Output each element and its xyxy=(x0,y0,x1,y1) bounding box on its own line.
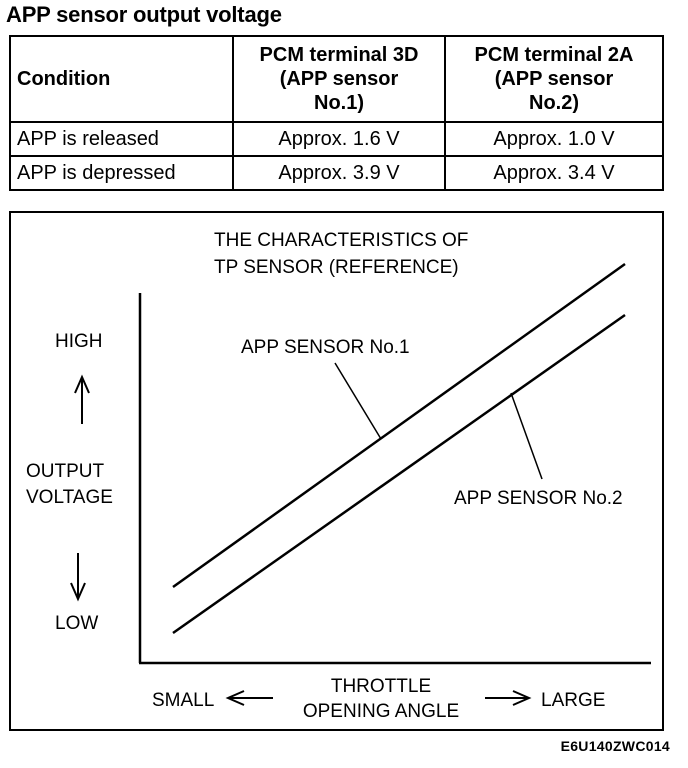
right-arrow-icon xyxy=(485,690,532,706)
app-sensor-1-label: APP SENSOR No.1 xyxy=(241,337,410,358)
diagram-title-line1: THE CHARACTERISTICS OF xyxy=(214,230,468,251)
page-title: APP sensor output voltage xyxy=(6,2,282,27)
app-sensor-1-line xyxy=(172,262,626,589)
table-cell: APP is released xyxy=(9,121,234,157)
characteristics-diagram: THE CHARACTERISTICS OF TP SENSOR (REFERE… xyxy=(26,230,651,722)
header-3d-line1: PCM terminal 3D xyxy=(259,44,419,66)
header-pcm-3d: PCM terminal 3D (APP sensor No.1) xyxy=(232,35,446,123)
app-sensor-2-leader xyxy=(510,392,543,480)
voltage-table: Condition PCM terminal 3D (APP sensor No… xyxy=(9,35,664,191)
app-sensor-1-leader xyxy=(334,362,382,440)
app-sensor-2-label: APP SENSOR No.2 xyxy=(454,488,623,509)
table-row: APP is depressed Approx. 3.9 V Approx. 3… xyxy=(9,155,664,191)
diagram-title-line2: TP SENSOR (REFERENCE) xyxy=(214,257,459,278)
up-arrow-icon xyxy=(74,374,90,424)
x-large-label: LARGE xyxy=(541,690,605,711)
app-sensor-2-line xyxy=(172,313,626,635)
header-3d-line2: (APP sensor xyxy=(279,68,399,90)
x-label-line1: THROTTLE xyxy=(331,676,431,697)
table-header-row: Condition PCM terminal 3D (APP sensor No… xyxy=(9,35,664,123)
left-arrow-icon xyxy=(225,690,273,706)
y-label-line2: VOLTAGE xyxy=(26,487,113,508)
header-3d-line3: No.1) xyxy=(314,92,364,114)
x-label-line2: OPENING ANGLE xyxy=(303,701,459,722)
table-cell: Approx. 1.6 V xyxy=(232,121,446,157)
figure-code: E6U140ZWC014 xyxy=(560,738,670,754)
y-high-label: HIGH xyxy=(55,331,103,352)
header-pcm-2a: PCM terminal 2A (APP sensor No.2) xyxy=(444,35,664,123)
header-condition-text: Condition xyxy=(17,68,111,90)
header-2a-line1: PCM terminal 2A xyxy=(474,44,634,66)
x-small-label: SMALL xyxy=(152,690,214,711)
down-arrow-icon xyxy=(70,553,86,602)
header-2a-line3: No.2) xyxy=(529,92,579,114)
table-cell: APP is depressed xyxy=(9,155,234,191)
header-condition: Condition xyxy=(9,35,234,123)
table-cell: Approx. 1.0 V xyxy=(444,121,664,157)
y-label-line1: OUTPUT xyxy=(26,461,105,482)
table-row: APP is released Approx. 1.6 V Approx. 1.… xyxy=(9,121,664,157)
characteristics-diagram-frame: THE CHARACTERISTICS OF TP SENSOR (REFERE… xyxy=(9,211,664,731)
y-low-label: LOW xyxy=(55,613,98,634)
table-cell: Approx. 3.9 V xyxy=(232,155,446,191)
table-cell: Approx. 3.4 V xyxy=(444,155,664,191)
header-2a-line2: (APP sensor xyxy=(494,68,614,90)
